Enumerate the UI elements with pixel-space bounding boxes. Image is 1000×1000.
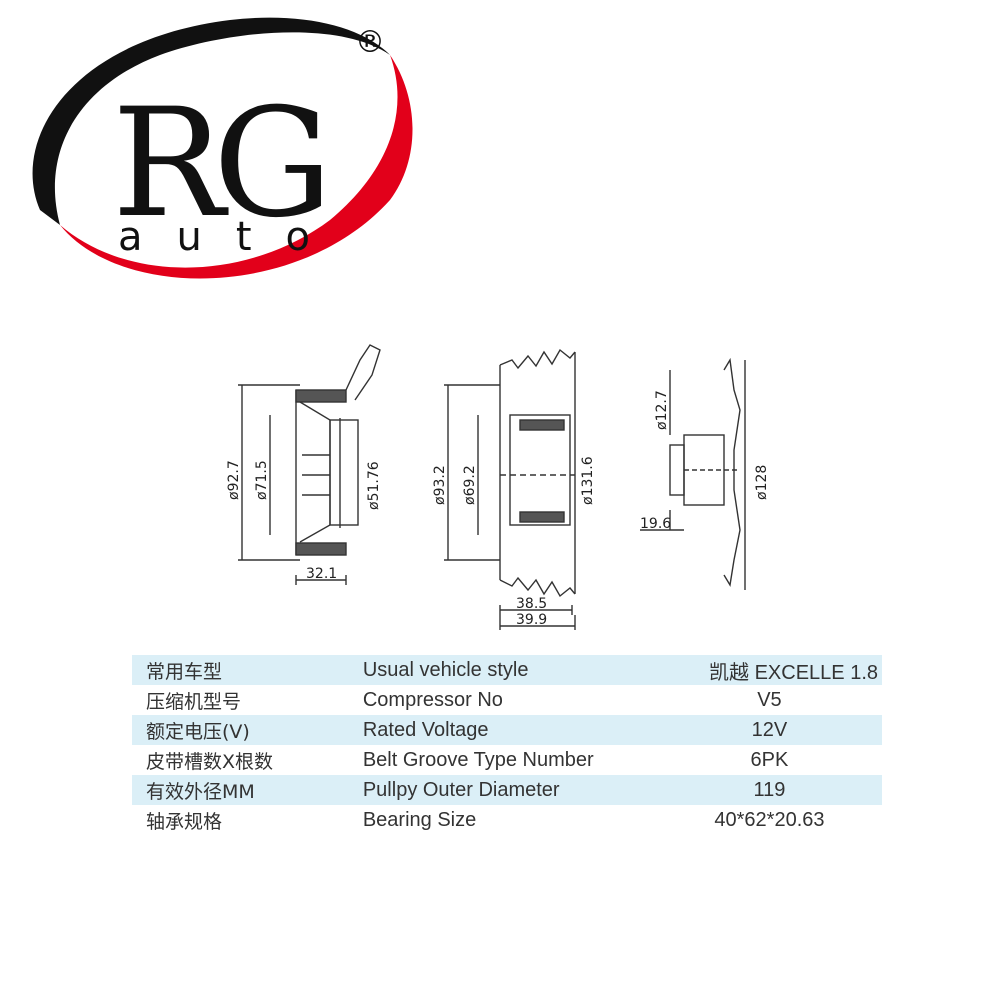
spec-value: 119	[656, 775, 882, 805]
logo-subtext: auto	[118, 214, 344, 260]
table-row: 常用车型 Usual vehicle style 凯越 EXCELLE 1.8	[132, 655, 882, 685]
spec-label-en: Belt Groove Type Number	[348, 745, 657, 775]
spec-value: 6PK	[656, 745, 882, 775]
dim-left-2: ø71.5	[254, 460, 270, 500]
spec-value: V5	[656, 685, 882, 715]
rg-auto-logo: RG auto ®	[32, 17, 413, 279]
spec-label-cn: 皮带槽数X根数	[132, 745, 349, 775]
table-row: 皮带槽数X根数 Belt Groove Type Number 6PK	[132, 745, 882, 775]
dim-mid-2: ø69.2	[462, 465, 478, 505]
dim-right-3: ø128	[754, 465, 770, 500]
logo-letters: RG	[112, 77, 322, 251]
dim-mid-3: ø131.6	[580, 456, 596, 505]
table-row: 压缩机型号 Compressor No V5	[132, 685, 882, 715]
spec-label-en: Compressor No	[348, 685, 657, 715]
spec-label-en: Usual vehicle style	[348, 655, 657, 685]
table-row: 有效外径MM Pullpy Outer Diameter 119	[132, 775, 882, 805]
spec-label-cn: 额定电压(V)	[132, 715, 349, 745]
dim-mid-4: 38.5	[516, 596, 547, 612]
dim-left-4: 32.1	[306, 566, 337, 582]
spec-table: 常用车型 Usual vehicle style 凯越 EXCELLE 1.8 …	[132, 655, 882, 835]
spec-label-cn: 常用车型	[132, 655, 349, 685]
table-row: 轴承规格 Bearing Size 40*62*20.63	[132, 805, 882, 835]
dim-right-2: 19.6	[640, 516, 671, 532]
spec-label-en: Bearing Size	[348, 805, 657, 835]
left-view: ø92.7 ø71.5 ø51.76 32.1	[226, 344, 382, 585]
spec-value: 12V	[656, 715, 882, 745]
spec-value: 40*62*20.63	[656, 805, 882, 835]
table-row: 额定电压(V) Rated Voltage 12V	[132, 715, 882, 745]
spec-label-cn: 有效外径MM	[132, 775, 349, 805]
spec-value: 凯越 EXCELLE 1.8	[656, 655, 882, 685]
logo-swoosh-black	[32, 17, 391, 225]
dim-mid-5: 39.9	[516, 612, 547, 628]
spec-label-en: Rated Voltage	[348, 715, 657, 745]
spec-label-cn: 轴承规格	[132, 805, 349, 835]
dim-mid-1: ø93.2	[432, 465, 448, 505]
registered-mark: ®	[355, 25, 385, 60]
middle-view: ø93.2 ø69.2 ø131.6 38.5 39.9	[432, 348, 596, 630]
dim-left-1: ø92.7	[226, 460, 242, 500]
spec-label-cn: 压缩机型号	[132, 685, 349, 715]
right-view: ø12.7 19.6 ø128	[640, 357, 770, 590]
technical-drawings: ø92.7 ø71.5 ø51.76 32.1 ø93.2 ø69.2 ø131…	[226, 344, 770, 630]
dim-right-1: ø12.7	[654, 390, 670, 430]
spec-label-en: Pullpy Outer Diameter	[348, 775, 657, 805]
dim-left-3: ø51.76	[366, 461, 382, 510]
